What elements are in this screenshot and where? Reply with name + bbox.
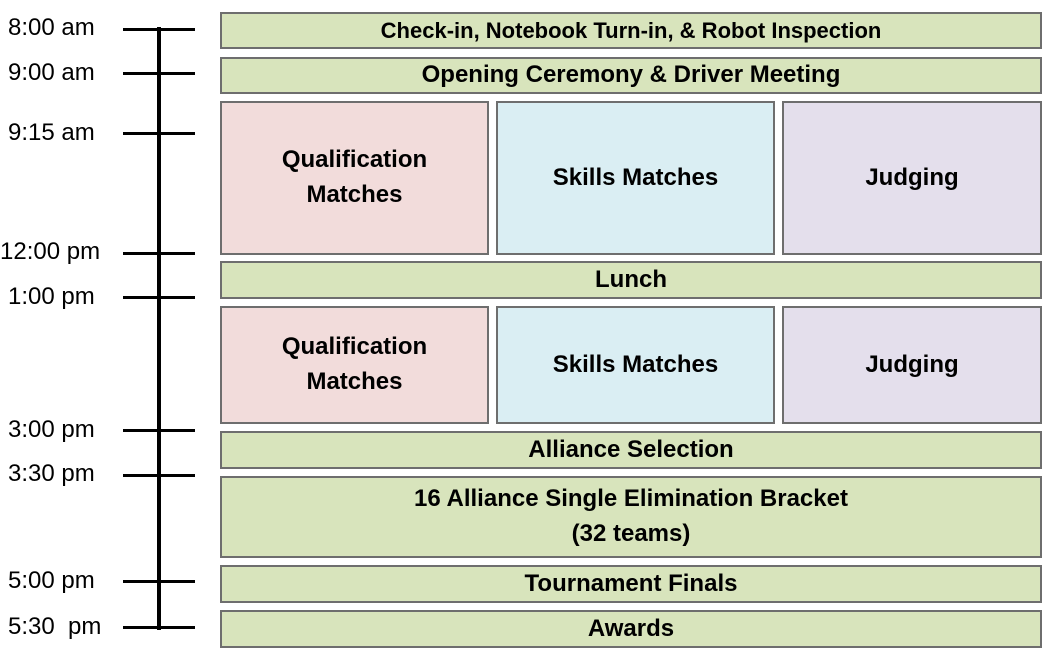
tick-mark <box>123 429 195 432</box>
opening-ceremony-block: Opening Ceremony & Driver Meeting <box>220 57 1042 94</box>
time-label: 9:00 am <box>8 59 95 86</box>
checkin-block: Check-in, Notebook Turn-in, & Robot Insp… <box>220 12 1042 49</box>
qualification-matches-block: Qualification Matches <box>220 306 489 424</box>
skills-matches-block: Skills Matches <box>496 101 775 255</box>
tick-mark <box>123 28 195 31</box>
tick-mark <box>123 132 195 135</box>
skills-matches-block: Skills Matches <box>496 306 775 424</box>
block-label: Skills Matches <box>552 350 719 378</box>
timeline-axis <box>157 27 161 630</box>
block-label: Skills Matches <box>552 163 719 191</box>
block-label: 16 Alliance Single Elimination Bracket <box>414 485 848 513</box>
elimination-bracket-block: 16 Alliance Single Elimination Bracket (… <box>220 476 1042 558</box>
block-label: Qualification <box>281 146 428 174</box>
block-label: Check-in, Notebook Turn-in, & Robot Insp… <box>380 17 882 43</box>
qualification-matches-block: Qualification Matches <box>220 101 489 255</box>
block-label: Tournament Finals <box>524 569 738 597</box>
block-label: Matches <box>306 368 403 395</box>
tick-mark <box>123 296 195 299</box>
block-label: Judging <box>865 350 959 378</box>
tick-mark <box>123 474 195 477</box>
tick-mark <box>123 72 195 75</box>
time-label: 3:30 pm <box>8 460 95 487</box>
awards-block: Awards <box>220 610 1042 648</box>
block-label: Qualification <box>281 333 428 361</box>
block-label: Opening Ceremony & Driver Meeting <box>421 61 841 89</box>
time-label: 5:00 pm <box>8 567 95 594</box>
block-label: Alliance Selection <box>528 435 734 463</box>
block-label: Matches <box>306 181 403 208</box>
block-label: Lunch <box>595 265 667 293</box>
time-label: 1:00 pm <box>8 283 95 310</box>
time-label: 3:00 pm <box>8 416 95 443</box>
judging-block: Judging <box>782 101 1042 255</box>
time-label: 9:15 am <box>8 119 95 146</box>
time-label: 8:00 am <box>8 14 95 41</box>
tick-mark <box>123 252 195 255</box>
judging-block: Judging <box>782 306 1042 424</box>
tick-mark <box>123 626 195 629</box>
block-label: Awards <box>587 614 675 642</box>
block-label: (32 teams) <box>571 520 691 547</box>
tournament-finals-block: Tournament Finals <box>220 565 1042 603</box>
time-label: 12:00 pm <box>0 238 101 265</box>
lunch-block: Lunch <box>220 261 1042 299</box>
tick-mark <box>123 580 195 583</box>
alliance-selection-block: Alliance Selection <box>220 431 1042 469</box>
time-label: 5:30 pm <box>8 613 102 640</box>
block-label: Judging <box>865 163 959 191</box>
